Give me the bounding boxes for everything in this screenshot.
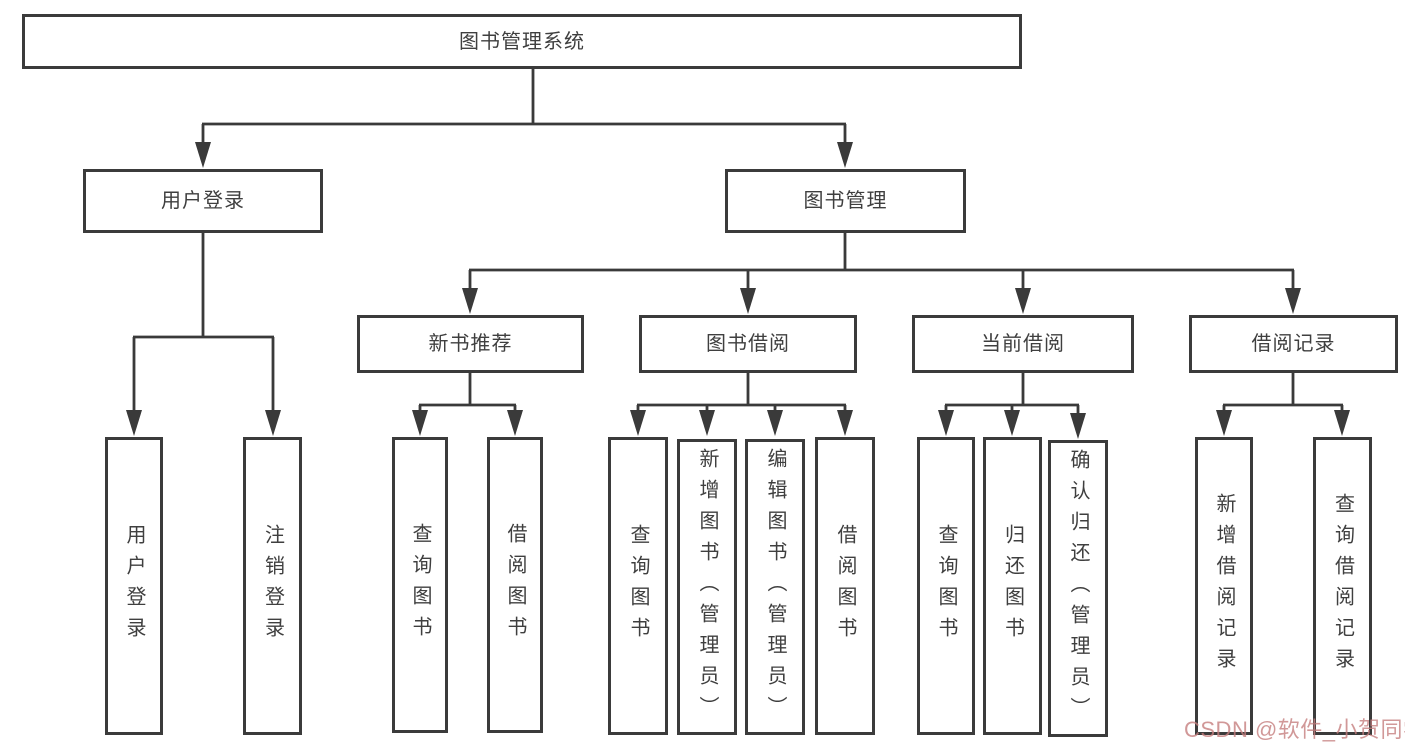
leaf-br-query-record-label: 查询借阅记录: [1331, 493, 1354, 679]
leaf-br-add-record-label: 新增借阅记录: [1213, 493, 1235, 679]
node-current-borrow: 当前借阅: [912, 315, 1134, 373]
leaf-nb-query-books-label: 查询图书: [409, 523, 431, 647]
leaf-logout-label: 注销登录: [261, 524, 284, 648]
leaf-cb-query-books-label: 查询图书: [935, 524, 957, 648]
node-book-management-label: 图书管理: [803, 190, 888, 212]
leaf-bb-borrow-books: 借阅图书: [815, 437, 875, 735]
leaf-cb-query-books: 查询图书: [917, 437, 975, 735]
node-book-borrow-label: 图书借阅: [706, 333, 790, 355]
leaf-bb-add-books-admin-label: 新增图书（管理员）: [696, 447, 718, 727]
node-book-management: 图书管理: [725, 169, 966, 233]
leaf-cb-return-books-label: 归还图书: [1001, 524, 1024, 648]
leaf-cb-return-books: 归还图书: [983, 437, 1042, 735]
leaf-bb-query-books: 查询图书: [608, 437, 668, 735]
leaf-bb-edit-books-admin: 编辑图书（管理员）: [745, 439, 805, 735]
leaf-bb-borrow-books-label: 借阅图书: [834, 524, 856, 648]
leaf-nb-borrow-books: 借阅图书: [487, 437, 543, 733]
leaf-cb-confirm-return-admin-label: 确认归还（管理员）: [1067, 449, 1089, 728]
node-book-borrow: 图书借阅: [639, 315, 857, 373]
leaf-bb-edit-books-admin-label: 编辑图书（管理员）: [764, 447, 786, 727]
leaf-logout: 注销登录: [243, 437, 302, 735]
leaf-cb-confirm-return-admin: 确认归还（管理员）: [1048, 440, 1108, 737]
node-user-login: 用户登录: [83, 169, 323, 233]
leaf-nb-query-books: 查询图书: [392, 437, 448, 733]
leaf-br-add-record: 新增借阅记录: [1195, 437, 1253, 735]
node-root-label: 图书管理系统: [459, 30, 585, 53]
leaf-br-query-record: 查询借阅记录: [1313, 437, 1372, 735]
node-current-borrow-label: 当前借阅: [981, 333, 1065, 355]
node-user-login-label: 用户登录: [161, 190, 245, 212]
leaf-bb-query-books-label: 查询图书: [627, 524, 649, 648]
node-root: 图书管理系统: [22, 14, 1022, 69]
leaf-bb-add-books-admin: 新增图书（管理员）: [677, 439, 737, 735]
watermark: CSDN @软件_小贺同学: [1184, 717, 1405, 742]
node-new-book-recommend: 新书推荐: [357, 315, 584, 373]
node-borrow-record-label: 借阅记录: [1251, 333, 1336, 355]
leaf-user-login-label: 用户登录: [123, 524, 145, 648]
leaf-user-login: 用户登录: [105, 437, 163, 735]
leaf-nb-borrow-books-label: 借阅图书: [504, 523, 526, 647]
node-new-book-recommend-label: 新书推荐: [428, 333, 513, 355]
node-borrow-record: 借阅记录: [1189, 315, 1398, 373]
